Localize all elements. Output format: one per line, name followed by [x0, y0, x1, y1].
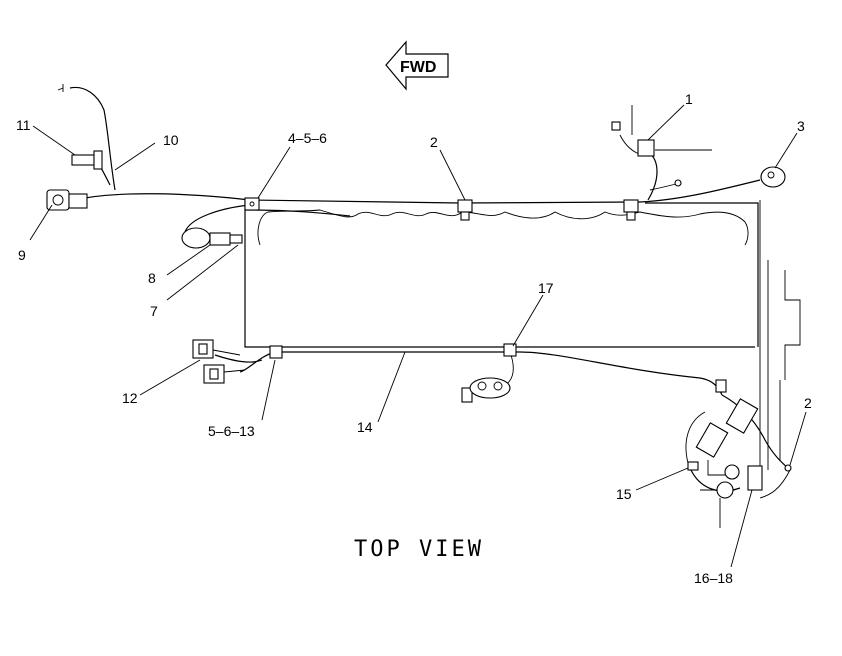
clip-4-5-6-icon	[244, 197, 260, 211]
callout-17: 17	[538, 280, 554, 296]
callout-16-18: 16–18	[694, 570, 733, 586]
callout-4-5-6: 4–5–6	[288, 130, 327, 146]
main-harness	[69, 86, 791, 528]
callout-7: 7	[150, 303, 158, 319]
lamp-assembly-icon	[687, 379, 792, 499]
horn-3-icon	[760, 166, 786, 188]
connector-9-icon	[46, 189, 88, 211]
clip-17-icon	[503, 343, 517, 357]
fwd-label: FWD	[400, 59, 436, 76]
callout-10: 10	[163, 132, 179, 148]
leader-lines	[29, 104, 807, 568]
callout-5-6-13: 5–6–13	[208, 423, 255, 439]
callout-14: 14	[357, 419, 373, 435]
switch-12-icon	[192, 339, 246, 384]
component-center-icon	[461, 377, 511, 403]
callout-2-right: 2	[804, 395, 812, 411]
callout-1: 1	[685, 91, 693, 107]
frame-outline	[244, 200, 801, 470]
callout-2-top: 2	[430, 134, 438, 150]
callout-3: 3	[797, 118, 805, 134]
sensor-11-icon	[57, 84, 103, 170]
callout-9: 9	[18, 247, 26, 263]
callout-11: 11	[16, 117, 31, 133]
clip-2-icon	[457, 199, 639, 221]
view-caption: TOP VIEW	[354, 537, 484, 562]
callout-15: 15	[616, 486, 632, 502]
fwd-arrow: FWD	[385, 40, 449, 91]
callout-labels: 11 10 9 8 7 4–5–6 2 1 3 12 5–6–13 14 17 …	[16, 91, 812, 586]
callout-12: 12	[122, 390, 138, 406]
switch-8-icon	[181, 227, 243, 249]
clip-5-6-13-icon	[269, 345, 283, 359]
component-parts	[46, 84, 792, 499]
callout-8: 8	[148, 270, 156, 286]
solenoid-1-icon	[611, 121, 682, 187]
